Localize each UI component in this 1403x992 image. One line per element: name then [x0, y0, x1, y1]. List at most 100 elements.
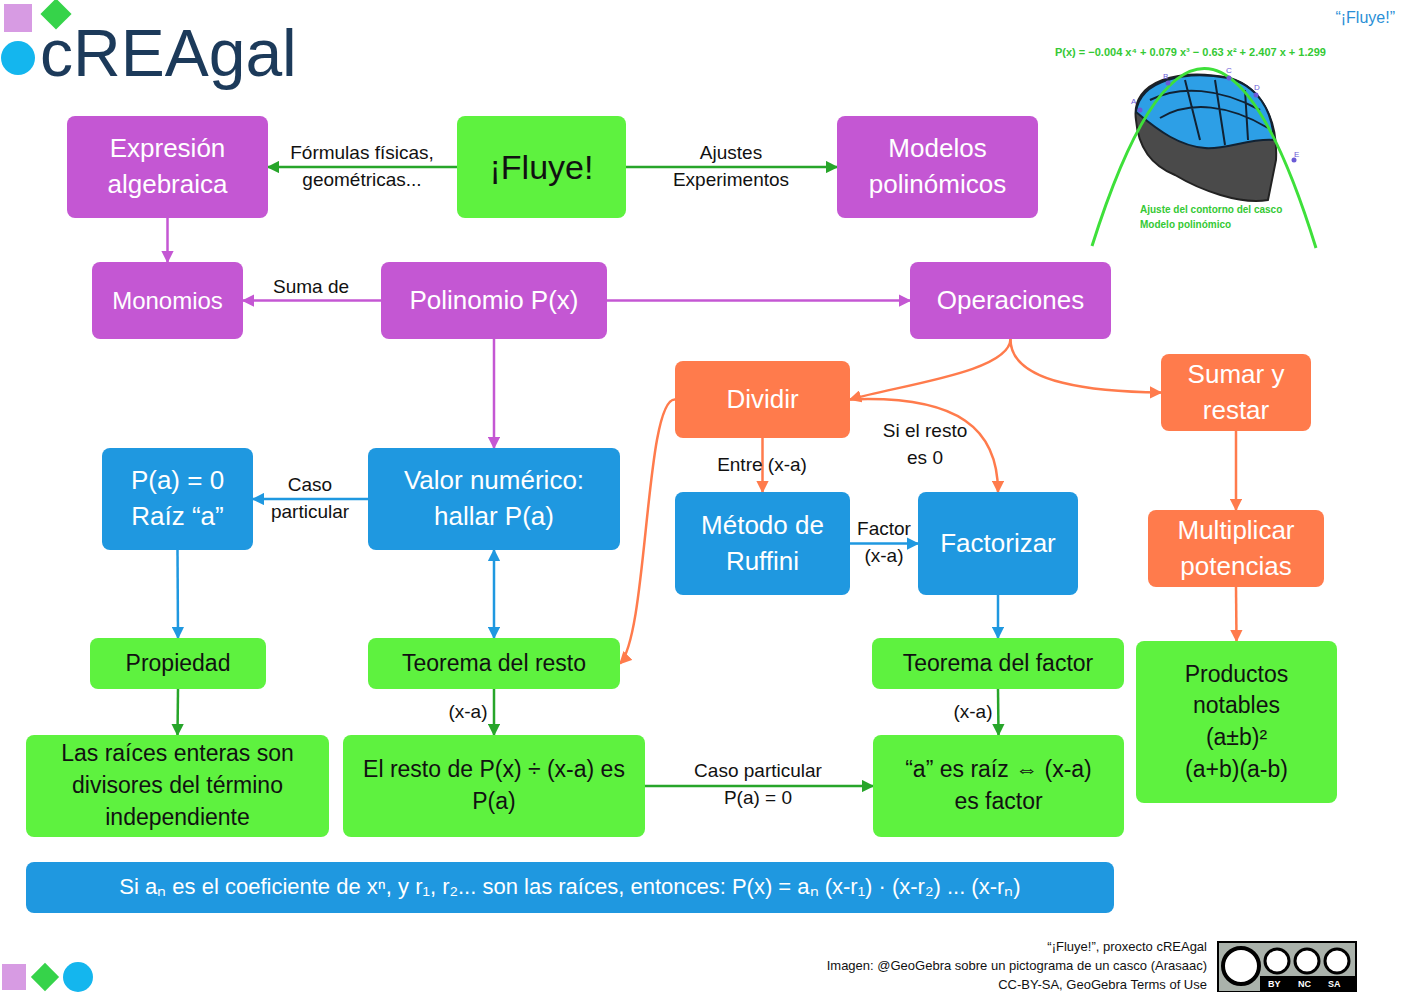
fit-point	[1138, 108, 1143, 113]
operation-box: Multiplicar potencias	[1148, 510, 1324, 587]
node-text: Teorema del resto	[402, 648, 586, 680]
result-box: El resto de P(x) ÷ (x-a) es P(a)	[343, 735, 645, 837]
edge-label: Factor (x-a)	[853, 516, 915, 569]
connector-arrow	[268, 166, 457, 169]
node-text: Monomios	[112, 284, 223, 317]
node-text: Polinomio P(x)	[409, 283, 578, 319]
node-text: Operaciones	[937, 283, 1084, 319]
operation-box: Dividir	[675, 361, 850, 438]
connector-arrow	[493, 689, 496, 735]
fit-point	[1166, 81, 1171, 86]
connector-arrow	[166, 218, 169, 262]
theorem-box: Propiedad	[90, 638, 266, 689]
edge-label: Fórmulas físicas, geométricas...	[277, 140, 447, 193]
edge-label: Caso particular	[260, 472, 360, 525]
node-text: (a±b)²	[1206, 722, 1267, 754]
edge-label: Entre (x-a)	[717, 452, 807, 479]
node-text: Modelos polinómicos	[848, 131, 1028, 203]
point-label: B	[1163, 72, 1168, 82]
badge-text: NC	[1298, 979, 1311, 990]
connector-arrow	[176, 550, 179, 638]
edge-label: (x-a)	[953, 699, 992, 726]
connector-arrow	[1235, 587, 1238, 641]
node-text: El resto de P(x) ÷ (x-a) es P(a)	[359, 754, 629, 817]
badge-strip	[1260, 976, 1356, 992]
fit-formula: P(x) = −0.004 x⁴ + 0.079 x³ − 0.63 x² + …	[1055, 46, 1326, 59]
edge-label: Ajustes Experimentos	[661, 140, 801, 193]
credit-line: Imagen: @GeoGebra sobre un pictograma de…	[827, 958, 1207, 974]
connector-arrow	[645, 785, 873, 788]
header-note: “¡Fluye!”	[1335, 8, 1395, 27]
point-label: D	[1254, 83, 1260, 93]
concept-box: Modelos polinómicos	[837, 116, 1038, 218]
credit-line: CC-BY-SA, GeoGebra Terms of Use	[998, 977, 1207, 992]
illustration-caption: Modelo polinómico	[1140, 219, 1231, 231]
node-text: P(a) = 0 Raíz “a”	[120, 463, 235, 535]
cc-circle	[1223, 948, 1259, 984]
logo-square	[2, 964, 26, 990]
connector-arrow	[1010, 339, 1161, 393]
process-box: Valor numérico: hallar P(a)	[368, 448, 620, 550]
node-text: Expresión algebraica	[78, 131, 258, 203]
theorem-box: Teorema del resto	[368, 638, 620, 689]
edge-label: Caso particular P(a) = 0	[678, 758, 838, 811]
logo-circle	[1, 41, 35, 75]
connector-arrow	[997, 595, 1000, 638]
logo-square	[4, 4, 32, 32]
point-label: A	[1131, 97, 1136, 107]
node-text: Propiedad	[126, 648, 231, 680]
connector-arrow	[243, 299, 381, 302]
connector-arrow	[850, 339, 1011, 400]
point-label: C	[1226, 66, 1232, 76]
badge-text: SA	[1328, 979, 1341, 990]
result-box: Productos notables(a±b)²(a+b)(a-b)	[1136, 641, 1337, 803]
result-box: “a” es raíz ⇔ (x-a) es factor	[873, 735, 1124, 837]
node-text: Si aₙ es el coeficiente de xⁿ, y r₁, r₂.…	[119, 872, 1020, 902]
concept-box: Polinomio P(x)	[381, 262, 607, 339]
sa-circle	[1325, 949, 1349, 973]
cc-badge	[1218, 942, 1356, 992]
connector-arrow	[626, 166, 837, 169]
theorem-box: Teorema del factor	[872, 638, 1124, 689]
result-box: Las raíces enteras son divisores del tér…	[26, 735, 329, 837]
node-text: Multiplicar potencias	[1156, 513, 1316, 585]
logo-circle	[63, 962, 93, 992]
connector-arrow	[493, 339, 496, 448]
node-text: Productos notables	[1152, 659, 1322, 722]
process-box: Método de Ruffini	[675, 492, 850, 595]
connector-arrow	[176, 689, 179, 735]
connector-arrow	[850, 399, 998, 492]
helmet-illustration	[1092, 68, 1316, 248]
node-text: Factorizar	[940, 526, 1056, 562]
node-text: Dividir	[726, 382, 798, 418]
fit-curve	[1092, 68, 1316, 248]
node-text: Sumar y restar	[1171, 357, 1301, 429]
process-box: Factorizar	[918, 492, 1078, 595]
connector-arrow	[850, 542, 918, 545]
node-text: Las raíces enteras son divisores del tér…	[33, 738, 323, 833]
concept-box: Expresión algebraica	[67, 116, 268, 218]
fit-point	[1227, 76, 1232, 81]
operation-box: Sumar y restar	[1161, 354, 1311, 431]
nc-circle	[1295, 949, 1319, 973]
helmet-top	[1136, 75, 1274, 148]
badge-frame	[1218, 942, 1356, 992]
connector-arrow	[620, 399, 675, 663]
edge-label: (x-a)	[448, 699, 487, 726]
start-box: ¡Fluye!	[457, 116, 626, 218]
connector-arrow	[997, 689, 1000, 735]
connector-arrow	[1235, 431, 1238, 510]
node-text: ¡Fluye!	[490, 144, 594, 191]
connector-arrow	[493, 550, 496, 638]
node-text: Teorema del factor	[903, 648, 1093, 680]
helmet-shell	[1136, 75, 1277, 201]
credit-line: “¡Fluye!”, proxecto cREAgal	[1047, 939, 1207, 955]
connector-arrow	[607, 299, 910, 302]
concept-box: Operaciones	[910, 262, 1111, 339]
fit-point	[1254, 93, 1259, 98]
by-circle	[1265, 949, 1289, 973]
process-box: P(a) = 0 Raíz “a”	[102, 448, 253, 550]
illustration-caption: Ajuste del contorno del casco	[1140, 204, 1282, 216]
badge-text: BY	[1268, 979, 1281, 990]
edge-label: Si el resto es 0	[875, 418, 975, 471]
